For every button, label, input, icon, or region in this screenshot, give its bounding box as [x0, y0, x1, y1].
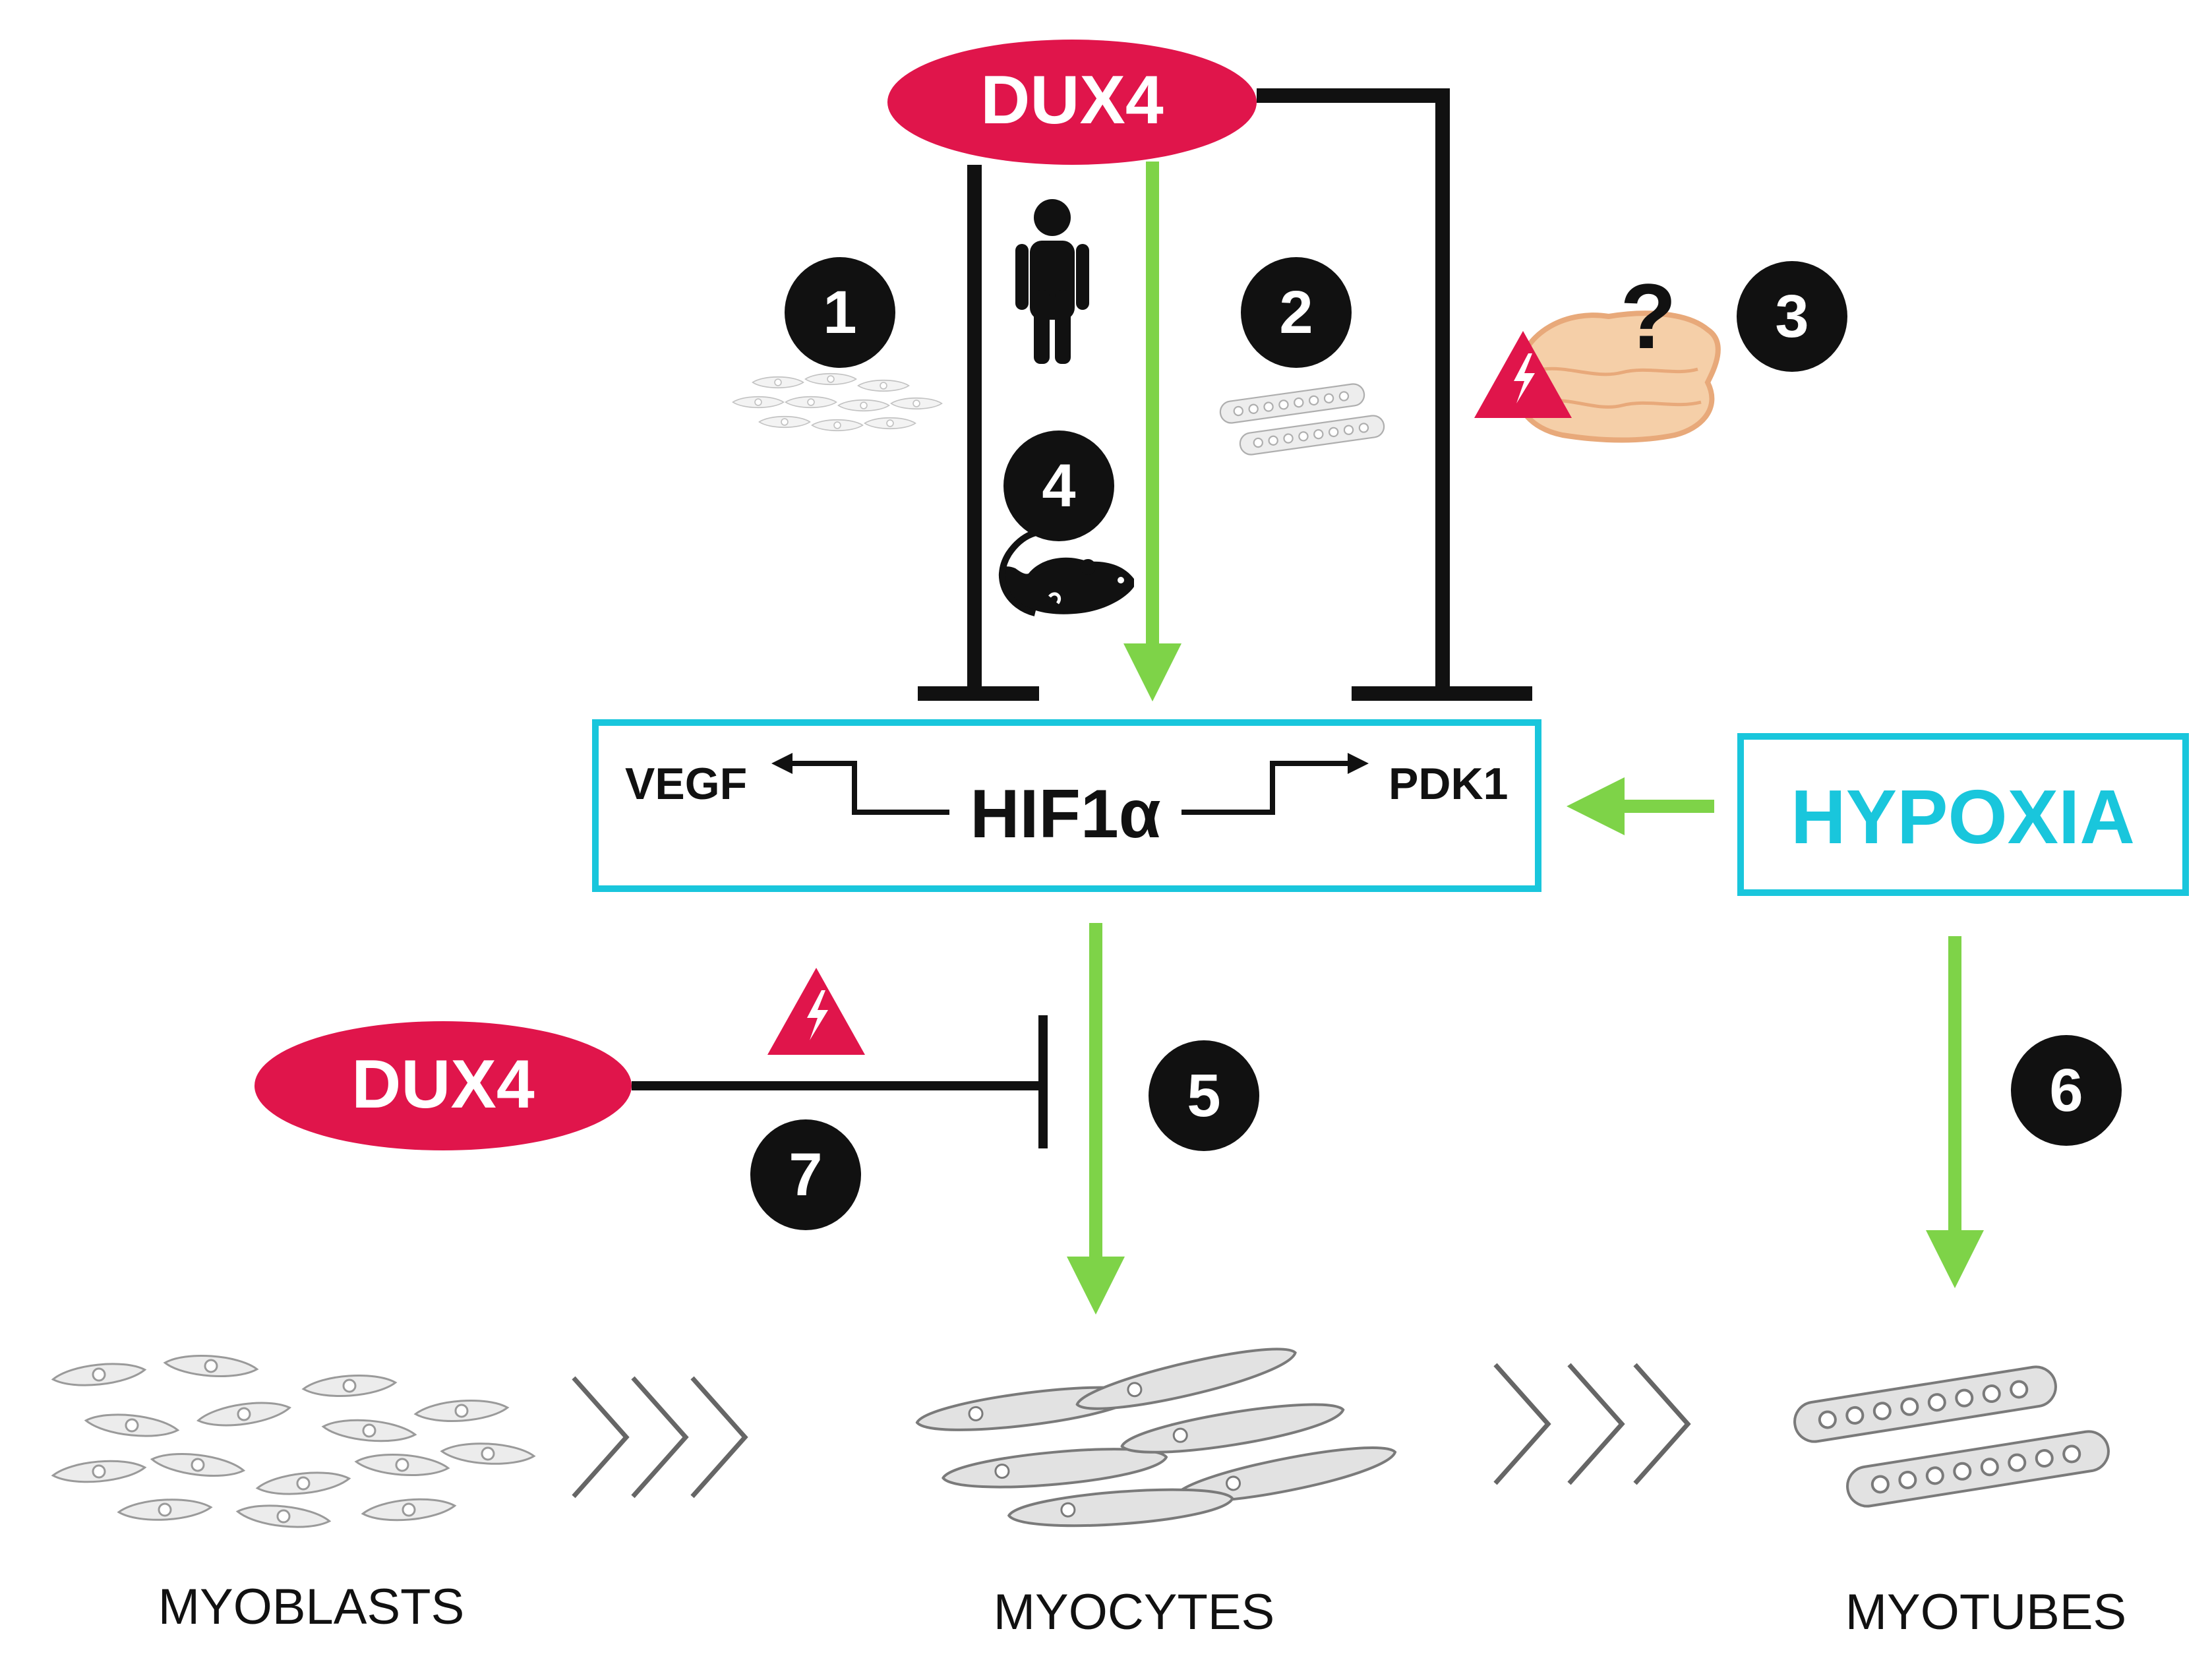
- myoblast-mini-icon: [732, 372, 943, 432]
- vegf-label: VEGF: [625, 759, 747, 809]
- svg-text:6: 6: [2049, 1057, 2083, 1124]
- hif1a-label: HIF1α: [970, 776, 1160, 852]
- hif1a-to-pdk1-arrow: [1181, 753, 1369, 815]
- badge-2: 2: [1241, 257, 1352, 368]
- hypoxia-label: HYPOXIA: [1791, 774, 2135, 860]
- dux4-bottom-label: DUX4: [351, 1046, 535, 1123]
- chevrons-left: [572, 1376, 748, 1499]
- mouse-icon: [998, 529, 1134, 616]
- hypoxia-box: [1737, 733, 2189, 896]
- svg-text:4: 4: [1042, 452, 1075, 519]
- svg-text:7: 7: [789, 1141, 822, 1208]
- svg-text:1: 1: [823, 279, 856, 346]
- badge-7: 7: [750, 1119, 861, 1230]
- dux4-top-label: DUX4: [980, 62, 1164, 138]
- myotube-cells-icon: [1790, 1363, 2113, 1510]
- warning-icon-bottom: [767, 968, 865, 1055]
- myotube-mini-icon: [1218, 382, 1387, 457]
- inhibition-line-right: [1257, 88, 1532, 701]
- badge-1: 1: [785, 257, 895, 368]
- badge-6: 6: [2011, 1035, 2122, 1146]
- stage-myoblasts-label: MYOBLASTS: [158, 1579, 465, 1635]
- dux4-top-node: DUX4: [887, 40, 1257, 165]
- inhibition-line-bottom: [632, 1015, 1048, 1148]
- svg-text:3: 3: [1775, 283, 1808, 350]
- hif1a-box: [592, 719, 1541, 892]
- inhibition-line-left: [918, 165, 1039, 701]
- myocyte-cells-icon: [914, 1338, 1400, 1530]
- badge-3: 3: [1737, 261, 1847, 372]
- stage-myotubes-label: MYOTUBES: [1845, 1584, 2127, 1640]
- myoblast-cells-icon: [51, 1351, 536, 1532]
- stage-myocytes-label: MYOCYTES: [994, 1584, 1275, 1640]
- question-mark: ?: [1620, 264, 1677, 368]
- hif1a-to-vegf-arrow: [771, 753, 949, 815]
- chevrons-right: [1493, 1363, 1691, 1485]
- badge-4: 4: [1003, 430, 1114, 541]
- svg-text:5: 5: [1187, 1062, 1220, 1129]
- badge-5: 5: [1149, 1040, 1259, 1151]
- svg-text:2: 2: [1279, 279, 1313, 346]
- human-icon: [1015, 199, 1089, 364]
- pdk1-label: PDK1: [1389, 759, 1508, 809]
- dux4-bottom-node: DUX4: [254, 1021, 632, 1150]
